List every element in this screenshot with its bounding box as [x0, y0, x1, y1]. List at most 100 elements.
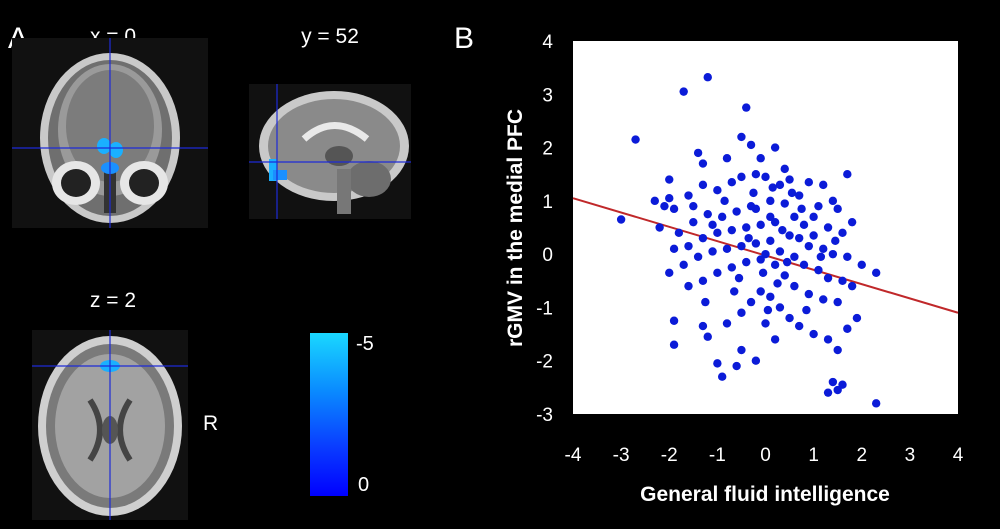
x-tick-label: 3 — [905, 445, 916, 466]
x-tick-label: 1 — [808, 445, 819, 466]
panel-b-letter: B — [454, 22, 475, 55]
data-point — [843, 170, 852, 179]
x-axis-title: General fluid intelligence — [640, 483, 890, 506]
data-point — [766, 196, 775, 206]
data-point — [766, 236, 775, 246]
y-tick-label: 2 — [542, 139, 553, 160]
data-point — [828, 249, 838, 259]
data-point — [833, 345, 842, 355]
data-point — [708, 247, 717, 256]
data-point — [756, 154, 765, 163]
sagittal-slice-label: y = 52 — [301, 25, 359, 48]
data-point — [720, 196, 729, 206]
x-tick-label: 0 — [760, 445, 771, 466]
data-point — [737, 345, 746, 355]
data-point — [693, 252, 703, 262]
data-point — [713, 228, 722, 238]
data-point — [669, 244, 679, 254]
data-point — [763, 305, 773, 315]
data-point — [843, 324, 852, 333]
data-point — [797, 204, 806, 214]
data-point — [751, 170, 761, 179]
axial-brain-slice — [32, 330, 188, 520]
y-tick-label: -2 — [536, 352, 553, 373]
data-point — [833, 204, 842, 214]
data-point — [794, 233, 804, 243]
data-point — [746, 297, 756, 307]
data-point — [770, 143, 780, 152]
data-point — [847, 217, 857, 227]
data-point — [722, 154, 732, 163]
data-point — [701, 297, 710, 307]
data-point — [751, 204, 761, 214]
data-point — [782, 257, 792, 267]
data-point — [756, 255, 765, 264]
data-point — [823, 273, 833, 283]
data-point — [722, 319, 732, 328]
data-point — [669, 316, 679, 325]
data-point — [816, 252, 826, 262]
y-tick-label: -3 — [536, 405, 553, 426]
y-tick-label: 1 — [542, 192, 553, 213]
data-point — [809, 231, 818, 240]
data-point — [761, 319, 770, 328]
data-point — [852, 313, 862, 323]
data-point — [770, 335, 780, 344]
data-point — [665, 268, 674, 277]
data-point — [665, 175, 674, 184]
data-point — [794, 191, 804, 200]
data-point — [775, 247, 785, 256]
data-point — [799, 220, 809, 230]
data-point — [732, 207, 741, 216]
data-point — [804, 289, 814, 299]
data-point — [819, 244, 828, 254]
data-point — [799, 260, 809, 269]
data-point — [775, 180, 785, 190]
data-point — [689, 201, 698, 211]
data-point — [838, 276, 847, 285]
data-point — [669, 340, 679, 349]
data-point — [761, 249, 770, 259]
x-tick-label: -1 — [709, 445, 726, 466]
data-point — [737, 241, 746, 251]
data-point — [737, 172, 746, 182]
data-point — [751, 356, 761, 365]
colorbar-top-label: -5 — [356, 333, 374, 355]
data-point — [819, 295, 828, 304]
x-tick-label: 4 — [953, 445, 964, 466]
data-point — [819, 180, 828, 190]
data-point — [737, 132, 746, 142]
x-tick-label: -3 — [613, 445, 630, 466]
data-point — [650, 196, 660, 206]
data-point — [761, 172, 770, 182]
data-point — [742, 223, 751, 232]
data-point — [814, 265, 823, 275]
colorbar — [310, 333, 348, 496]
data-point — [698, 321, 708, 331]
data-point — [684, 281, 693, 291]
data-point — [742, 103, 751, 112]
data-point — [785, 175, 794, 184]
y-tick-label: -1 — [536, 298, 553, 319]
data-point — [790, 212, 799, 222]
data-point — [780, 164, 789, 174]
y-tick-label: 4 — [542, 32, 553, 53]
data-point — [828, 196, 838, 206]
data-point — [814, 201, 823, 211]
data-point — [717, 372, 727, 381]
data-point — [674, 228, 684, 238]
data-point — [871, 399, 881, 408]
data-point — [780, 199, 789, 208]
colorbar-bottom-label: 0 — [358, 474, 370, 496]
data-point — [804, 241, 814, 251]
data-point — [698, 276, 708, 285]
data-point — [809, 212, 818, 222]
data-point — [843, 252, 852, 262]
data-point — [679, 87, 688, 96]
data-point — [857, 260, 866, 269]
data-point — [766, 292, 775, 301]
data-point — [809, 329, 818, 339]
data-point — [722, 244, 732, 254]
data-point — [833, 297, 842, 307]
data-point — [698, 180, 708, 190]
